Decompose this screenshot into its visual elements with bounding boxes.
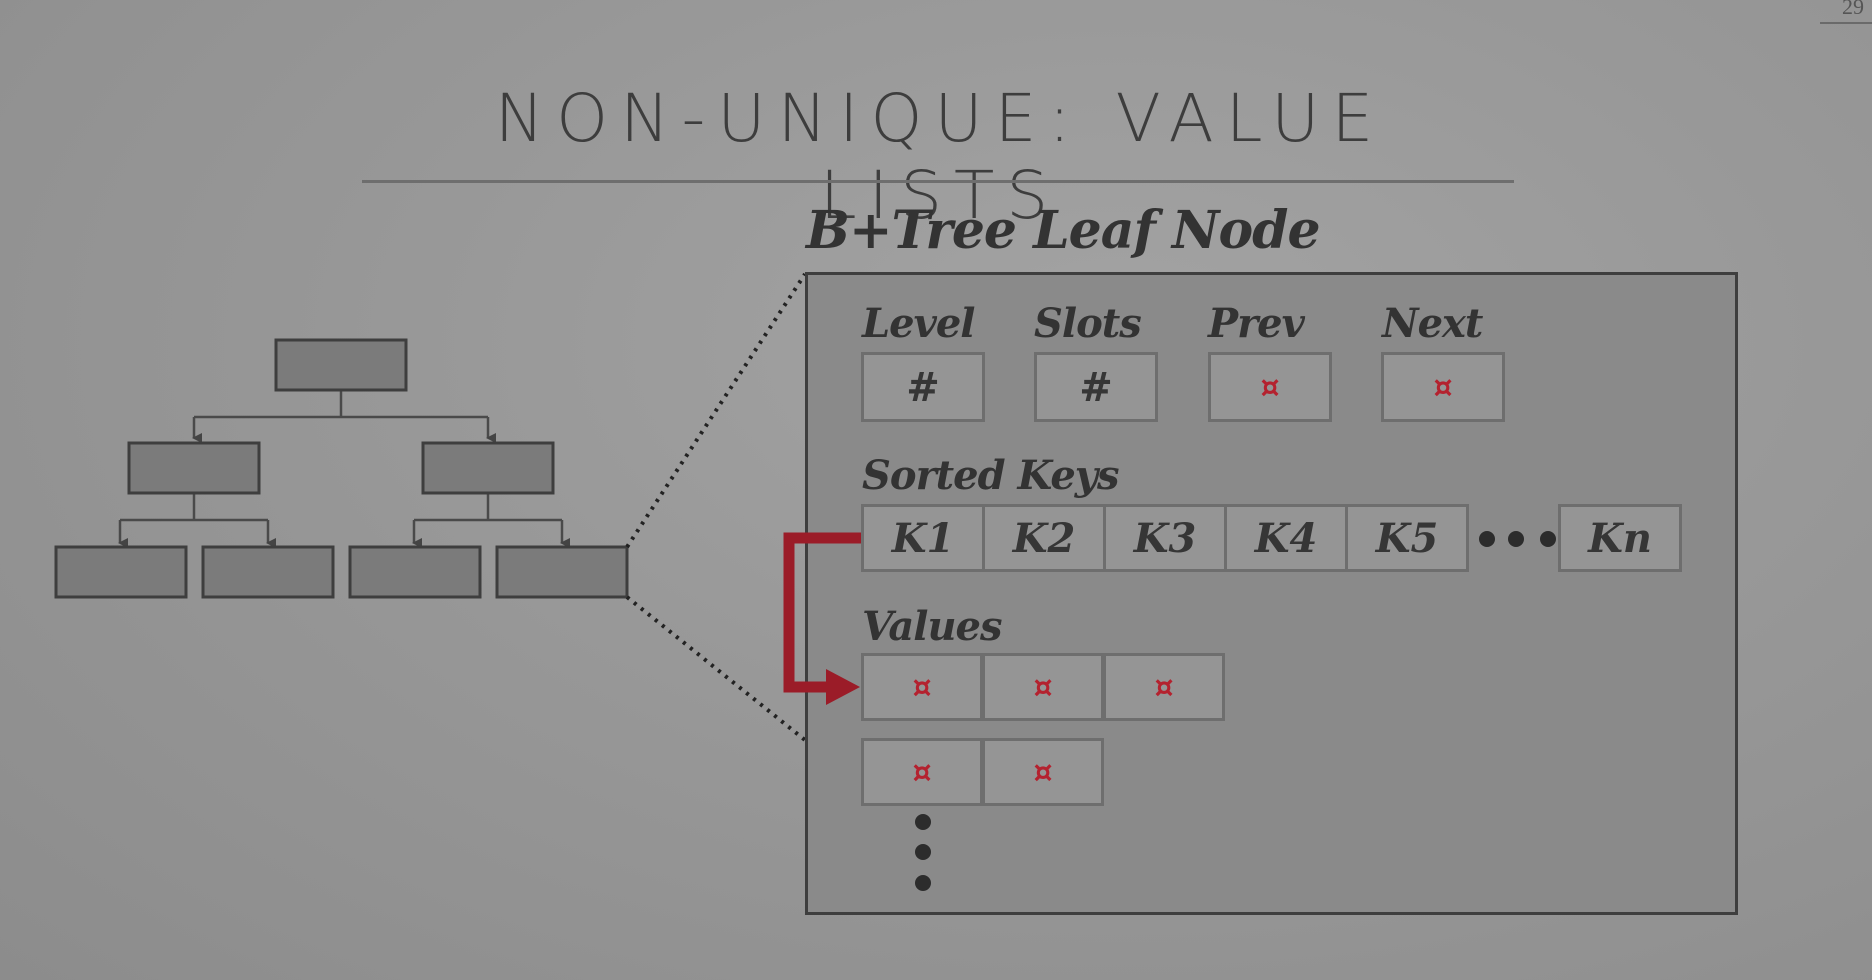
prev-pointer-cell: ¤ [1208,352,1332,422]
next-pointer-cell: ¤ [1381,352,1505,422]
key-cell: K1 [861,504,985,572]
leaf-node-title: B+Tree Leaf Node [806,200,1321,261]
key-cell: K2 [982,504,1106,572]
next-label: Next [1382,300,1483,347]
ellipsis-dot [1479,531,1495,547]
tree-inner-node [421,441,555,495]
sorted-keys-label: Sorted Keys [862,452,1120,499]
prev-label: Prev [1208,300,1305,347]
key-cell: K3 [1103,504,1227,572]
value-pointer-cell: ¤ [982,738,1104,806]
corner-rule [1820,22,1872,24]
value-pointer-cell: ¤ [861,738,983,806]
zoom-connector-top [625,272,807,549]
tree-leaf-node [54,545,188,599]
pointer-icon: ¤ [1433,369,1453,405]
level-cell: # [861,352,985,422]
pointer-icon: ¤ [912,754,932,790]
ellipsis-dot [1540,531,1556,547]
title-underline [362,180,1514,183]
pointer-icon: ¤ [1033,669,1053,705]
values-label: Values [862,603,1003,650]
key-cell-last: Kn [1558,504,1682,572]
pointer-icon: ¤ [1033,754,1053,790]
pointer-icon: ¤ [912,669,932,705]
slide-number: 29 [1842,0,1864,19]
value-pointer-cell: ¤ [982,653,1104,721]
tree-leaf-node [348,545,482,599]
ellipsis-dot [1508,531,1524,547]
tree-leaf-node [201,545,335,599]
vertical-ellipsis-dot [915,844,931,860]
pointer-icon: ¤ [1260,369,1280,405]
tree-root-node [274,338,408,392]
pointer-icon: ¤ [1154,669,1174,705]
tree-leaf-node-highlighted [495,545,629,599]
vertical-ellipsis-dot [915,875,931,891]
key-cell: K5 [1345,504,1469,572]
slots-label: Slots [1034,300,1142,347]
slide-title: NON-UNIQUE: VALUE LISTS [494,80,1386,234]
value-pointer-cell: ¤ [1103,653,1225,721]
tree-inner-node [127,441,261,495]
value-pointer-cell: ¤ [861,653,983,721]
vertical-ellipsis-dot [915,814,931,830]
slots-cell: # [1034,352,1158,422]
level-label: Level [862,300,975,347]
key-cell: K4 [1224,504,1348,572]
zoom-connector-bottom [625,595,807,742]
